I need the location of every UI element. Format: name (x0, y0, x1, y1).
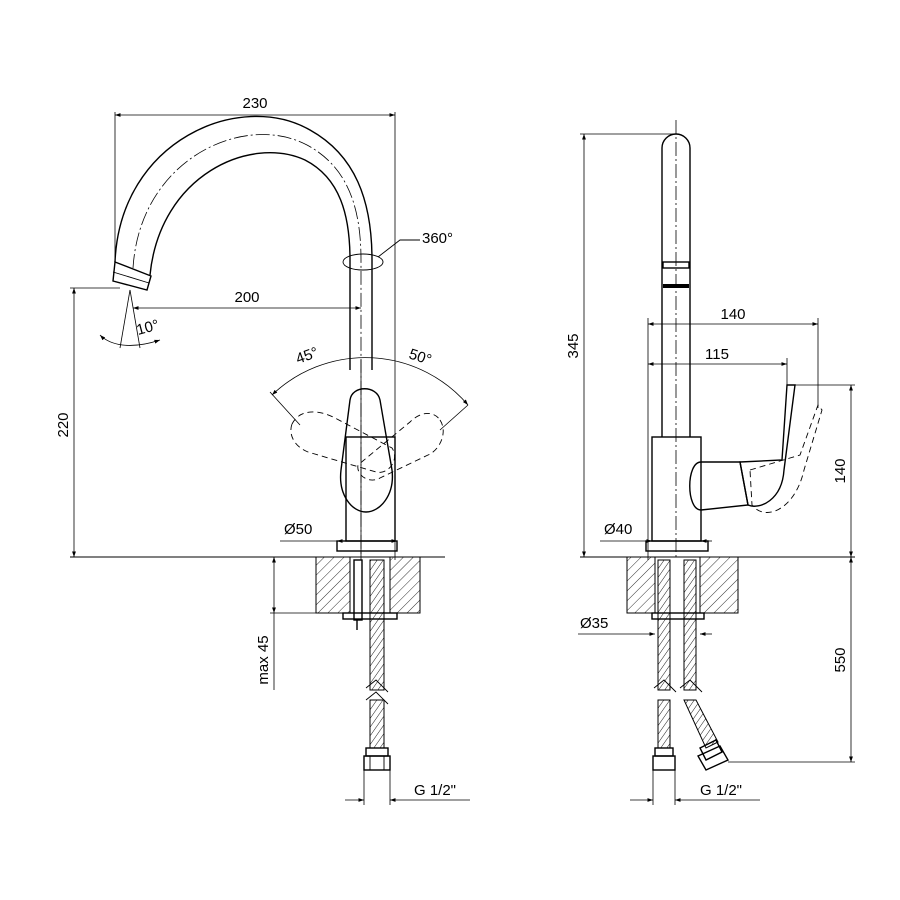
dim-max-counter: max 45 (255, 557, 320, 690)
side-body (645, 384, 823, 552)
side-counter-block (626, 556, 739, 771)
front-counter-block (315, 556, 421, 771)
dim-d50-label: Ø50 (284, 521, 312, 538)
dim-tilt: 10° (99, 289, 161, 349)
side-spout (661, 120, 691, 560)
dim-200-label: 200 (234, 289, 259, 306)
front-spout (112, 115, 373, 560)
dim-345-label: 345 (565, 333, 582, 358)
dim-thread-side-label: G 1/2" (700, 782, 742, 799)
dim-140-height-label: 140 (832, 458, 849, 483)
dim-thread-front: G 1/2" (345, 770, 470, 805)
dim-d35-label: Ø35 (580, 615, 608, 632)
dim-230-label: 230 (242, 95, 267, 112)
dim-lever-angles: 45° 50° (269, 344, 469, 560)
dim-reach-spout: 200 (133, 289, 361, 310)
dim-max45-label: max 45 (255, 635, 272, 684)
side-view: 345 140 115 140 Ø40 (565, 120, 855, 805)
dim-base-diameter: Ø50 (280, 521, 397, 543)
dim-lever-height: 140 (795, 384, 855, 557)
dim-hose-length: 550 (728, 557, 855, 763)
dim-rotation: 360° (342, 230, 453, 271)
dim-total-height: 345 (565, 133, 676, 557)
dim-50-label: 50° (407, 346, 434, 369)
front-body (290, 388, 444, 552)
dim-thread-front-label: G 1/2" (414, 782, 456, 799)
dim-thread-side: G 1/2" (630, 770, 760, 805)
dim-depth-inner: 115 (648, 346, 788, 387)
dim-140-depth-label: 140 (720, 306, 745, 323)
dim-45-label: 45° (294, 344, 321, 368)
dim-d40-label: Ø40 (604, 521, 632, 538)
dim-hole-diameter: Ø35 (578, 615, 712, 636)
dim-body-diameter: Ø40 (600, 521, 712, 543)
dim-360-label: 360° (422, 230, 453, 247)
dim-550-label: 550 (832, 647, 849, 672)
dim-10-label: 10° (135, 317, 161, 339)
dim-depth-outer: 140 (647, 306, 819, 560)
dim-height: 220 (55, 287, 120, 557)
dim-115-label: 115 (705, 346, 729, 363)
dim-220-label: 220 (55, 412, 72, 437)
front-view: 230 360° 200 10° 45° 50° (55, 95, 470, 805)
dim-reach-overall: 230 (114, 95, 396, 560)
